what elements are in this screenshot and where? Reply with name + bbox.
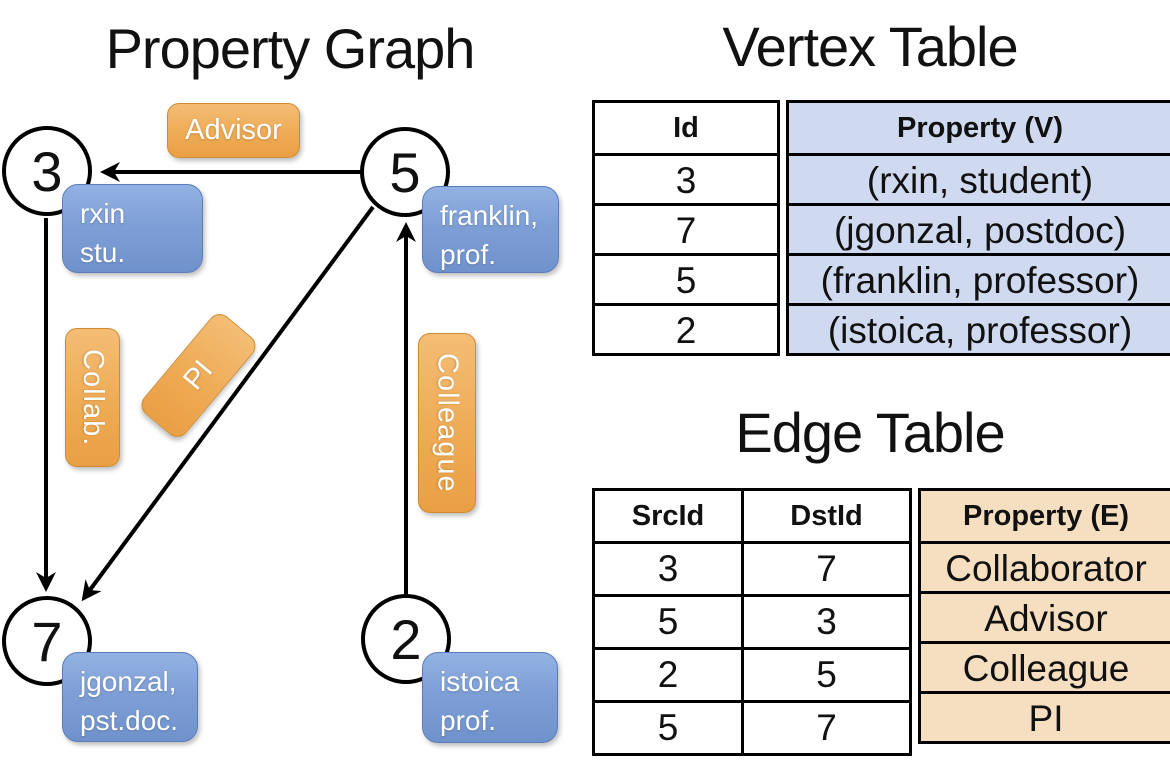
- vertex-property-line: pst.doc.: [80, 704, 179, 736]
- vertex-property-box-istoica: istoica prof.: [422, 652, 558, 743]
- vertex-property-line: prof.: [440, 704, 497, 736]
- vertex-node-3: 3: [2, 126, 92, 216]
- vertex-node-7-id: 7: [31, 609, 63, 673]
- edge-table-srcid-cell: 5: [595, 703, 744, 753]
- vertex-table-property-cell: (franklin, professor): [789, 253, 1170, 303]
- edge-table-srcid-cell: 2: [595, 650, 744, 700]
- edge-table-property-cell: PI: [921, 691, 1170, 741]
- edge-label-collab-text: Collab.: [77, 348, 109, 447]
- vertex-table-header-id: Id: [673, 112, 699, 144]
- edge-table-srcid-cell: 3: [595, 544, 744, 594]
- vertex-property-line: franklin,: [440, 200, 539, 231]
- vertex-node-5-id: 5: [389, 140, 421, 204]
- edge-table-dstid-cell: 7: [816, 548, 837, 589]
- graph-title: Property Graph: [105, 17, 476, 80]
- vertex-node-2-id: 2: [390, 607, 422, 671]
- vertex-property-line: prof.: [440, 238, 497, 270]
- edge-table-dstid-cell: 5: [816, 654, 837, 695]
- edge-table-property-cell: Advisor: [921, 591, 1170, 641]
- edge-label-advisor-text: Advisor: [185, 114, 282, 146]
- vertex-property-line: jgonzal,: [80, 666, 177, 697]
- edge-table-dstid-cell: 7: [816, 707, 837, 748]
- vertex-table-property-cell: (istoica, professor): [789, 303, 1170, 353]
- edge-table-dstid-cell: 3: [816, 601, 837, 642]
- edge-table-property-cell: Colleague: [921, 641, 1170, 691]
- edge-table-header-dstid: DstId: [790, 500, 863, 532]
- edge-table-header-srcid: SrcId: [595, 491, 744, 541]
- edge-pi-5-to-7: [81, 205, 375, 602]
- vertex-table-title: Vertex Table: [722, 15, 1018, 78]
- edge-label-colleague: Colleague: [418, 333, 476, 513]
- edge-label-collab: Collab.: [65, 328, 120, 467]
- edge-table-row: 5 7: [595, 700, 909, 753]
- vertex-property-box-jgonzal: jgonzal, pst.doc.: [62, 652, 198, 742]
- edge-table-header-property: Property (E): [921, 491, 1170, 541]
- vertex-property-box-franklin: franklin, prof.: [422, 186, 559, 273]
- vertex-table-property-column: Property (V) (rxin, student) (jgonzal, p…: [786, 100, 1170, 356]
- vertex-table-id-cell: 3: [595, 153, 777, 203]
- edge-table-id-columns: SrcId DstId 3 7 5 3 2 5 5 7: [592, 488, 912, 756]
- vertex-node-3-id: 3: [31, 139, 63, 203]
- edge-label-colleague-text: Colleague: [431, 353, 464, 493]
- vertex-table-property-cell: (jgonzal, postdoc): [789, 203, 1170, 253]
- edge-table-header-row: SrcId DstId: [595, 491, 909, 541]
- edge-table-row: 5 3: [595, 594, 909, 647]
- edge-table-row: 2 5: [595, 647, 909, 700]
- edge-label-advisor: Advisor: [167, 103, 300, 158]
- vertex-property-line: rxin: [80, 198, 126, 229]
- vertex-property-box-rxin: rxin stu.: [62, 184, 203, 273]
- edge-table-title: Edge Table: [735, 401, 1005, 464]
- vertex-table-property-cell: (rxin, student): [789, 153, 1170, 203]
- vertex-table-header-property: Property (V): [789, 103, 1170, 153]
- edge-table-row: 3 7: [595, 541, 909, 594]
- edge-table-property-column: Property (E) Collaborator Advisor Collea…: [918, 488, 1170, 744]
- vertex-table-id-cell: 2: [595, 303, 777, 353]
- edge-table-srcid-cell: 5: [595, 597, 744, 647]
- edge-table-property-cell: Collaborator: [921, 541, 1170, 591]
- vertex-table-id-cell: 5: [595, 253, 777, 303]
- vertex-property-line: istoica: [440, 666, 520, 697]
- vertex-table-id-cell: 7: [595, 203, 777, 253]
- vertex-property-line: stu.: [80, 236, 126, 268]
- edge-label-pi-text: PI: [177, 354, 220, 396]
- vertex-table-id-column: Id 3 7 5 2: [592, 100, 780, 356]
